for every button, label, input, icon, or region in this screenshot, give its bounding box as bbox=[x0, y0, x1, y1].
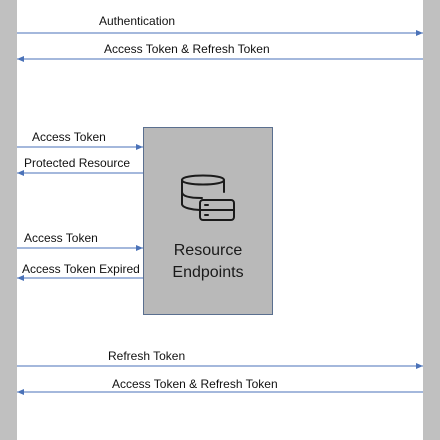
message-label: Access Token bbox=[32, 130, 106, 144]
arrowhead bbox=[416, 363, 423, 369]
message-label: Protected Resource bbox=[24, 156, 131, 170]
resource-label-line2: Endpoints bbox=[172, 264, 244, 281]
client-lifeline bbox=[0, 0, 17, 440]
message-label: Authentication bbox=[99, 14, 176, 28]
arrowhead bbox=[17, 389, 24, 395]
resource-label-line1: Resource bbox=[173, 242, 243, 259]
resource-endpoints-label: Resource Endpoints bbox=[143, 240, 273, 284]
arrowhead bbox=[136, 144, 143, 150]
arrowhead bbox=[416, 30, 423, 36]
arrowhead bbox=[17, 56, 24, 62]
message-label: Access Token & Refresh Token bbox=[104, 42, 270, 56]
message-label: Refresh Token bbox=[108, 349, 186, 363]
message-label: Access Token bbox=[24, 231, 98, 245]
message-label: Access Token & Refresh Token bbox=[112, 377, 278, 391]
arrowhead bbox=[136, 245, 143, 251]
database-server-icon bbox=[180, 174, 235, 221]
message-label: Access Token Expired bbox=[22, 262, 140, 276]
arrowhead bbox=[17, 170, 24, 176]
arrowhead bbox=[17, 275, 24, 281]
auth-server-lifeline bbox=[423, 0, 440, 440]
